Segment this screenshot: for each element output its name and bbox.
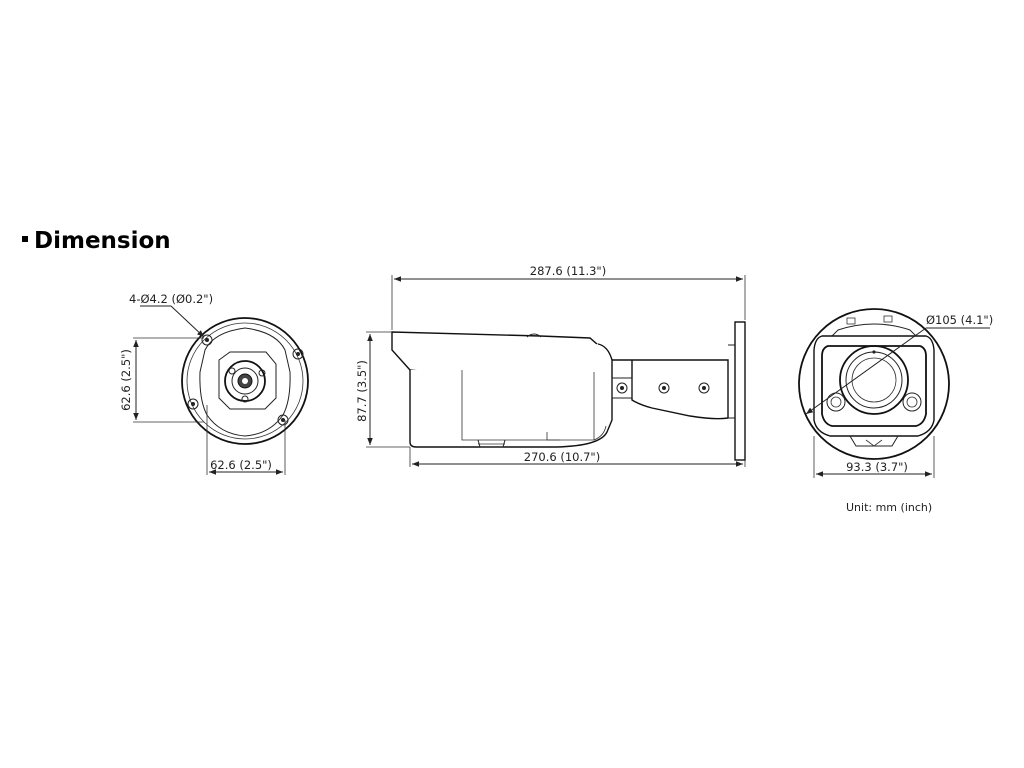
front-sun-shield bbox=[830, 323, 918, 337]
front-shield-tab bbox=[883, 315, 893, 323]
bracket-screw-icon bbox=[620, 386, 624, 390]
front-diameter-label: Ø105 (4.1") bbox=[926, 313, 993, 327]
screw-hole-icon bbox=[292, 348, 304, 360]
bullet-icon bbox=[22, 235, 28, 242]
bracket-screw-icon bbox=[616, 382, 628, 394]
front-width-label: 93.3 (3.7") bbox=[846, 460, 908, 474]
bracket-screw-icon bbox=[702, 386, 706, 390]
body-length-label: 270.6 (10.7") bbox=[524, 450, 600, 464]
body-height-label: 87.7 (3.5") bbox=[355, 360, 369, 422]
front-outer-circle bbox=[798, 308, 950, 460]
lens-outer bbox=[839, 345, 909, 415]
front-bottom-notch bbox=[865, 439, 883, 447]
base-small-screw-icon bbox=[241, 395, 249, 403]
base-outer-circle bbox=[181, 317, 309, 445]
screw-hole-icon bbox=[191, 402, 195, 406]
base-ball-inner bbox=[231, 367, 259, 395]
screw-hole-icon bbox=[296, 352, 300, 356]
bracket-screw-icon bbox=[662, 386, 666, 390]
base-ball-joint bbox=[224, 360, 266, 402]
ir-led-icon bbox=[830, 396, 842, 408]
bracket-arm bbox=[612, 359, 729, 420]
bracket-screw-icon bbox=[658, 382, 670, 394]
unit-note: Unit: mm (inch) bbox=[846, 501, 932, 514]
lens-glass bbox=[851, 357, 897, 403]
side-view bbox=[366, 275, 746, 467]
base-view bbox=[133, 305, 309, 475]
wall-plate bbox=[734, 321, 746, 461]
ir-led-icon bbox=[902, 392, 922, 412]
screw-hole-icon bbox=[201, 334, 213, 346]
base-height-label: 62.6 (2.5") bbox=[119, 349, 133, 411]
front-window bbox=[821, 345, 927, 427]
screw-hole-icon bbox=[277, 414, 289, 426]
front-indicator-icon bbox=[872, 350, 876, 354]
diameter-leader bbox=[805, 327, 927, 415]
base-center-mount bbox=[218, 351, 277, 410]
screw-hole-icon bbox=[205, 338, 209, 342]
hole-spec-leader bbox=[170, 305, 205, 338]
section-title: Dimension bbox=[22, 228, 171, 254]
body-detail bbox=[546, 432, 560, 441]
front-bottom-mount bbox=[849, 435, 899, 447]
sun-shield-clip bbox=[526, 333, 542, 338]
hole-spec-label: 4-Ø4.2 (Ø0.2") bbox=[129, 292, 213, 306]
ir-led-icon bbox=[906, 396, 918, 408]
base-width-label: 62.6 (2.5") bbox=[210, 458, 272, 472]
base-ball-hole bbox=[242, 378, 248, 384]
wall-mount bbox=[728, 344, 736, 419]
section-title-text: Dimension bbox=[34, 228, 171, 254]
screw-hole-icon bbox=[187, 398, 199, 410]
front-view bbox=[798, 308, 990, 478]
front-shield-tab bbox=[846, 317, 856, 325]
base-inner-circle bbox=[186, 322, 304, 440]
front-housing bbox=[813, 335, 935, 437]
bracket-screw-icon bbox=[698, 382, 710, 394]
camera-body bbox=[409, 343, 613, 448]
base-small-screw-icon bbox=[228, 367, 236, 375]
bracket-joint bbox=[611, 377, 633, 399]
base-small-screw-icon bbox=[258, 369, 266, 377]
screw-hole-icon bbox=[281, 418, 285, 422]
overall-length-label: 287.6 (11.3") bbox=[530, 264, 606, 278]
body-connector bbox=[477, 439, 506, 448]
